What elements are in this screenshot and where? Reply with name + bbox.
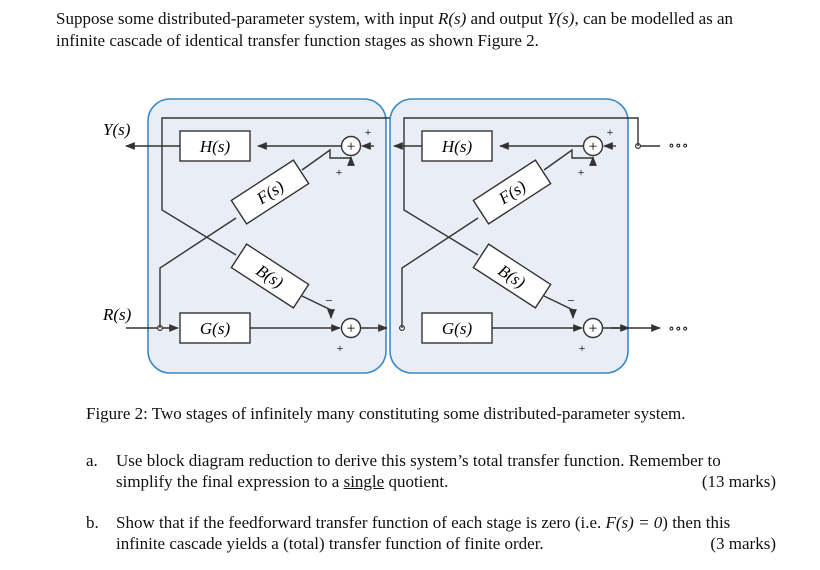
- stage-1-g-block: G(s): [179, 312, 251, 344]
- signal-line: [301, 148, 355, 171]
- intro-paragraph: Suppose some distributed-parameter syste…: [56, 8, 776, 52]
- stage-1-h-block: H(s): [179, 130, 251, 162]
- stage-1-top-summer-symbol: +: [346, 139, 355, 156]
- question-b-text-1: Show that if the feedforward transfer fu…: [116, 513, 606, 532]
- question-a-label: a.: [86, 451, 98, 470]
- stage-1-b-block-box: [230, 243, 310, 309]
- question-b-marks: (3 marks): [710, 534, 776, 553]
- intro-text-1: Suppose some distributed-parameter syste…: [56, 9, 438, 28]
- stage-1-bottom-summer-symbol: +: [346, 321, 355, 338]
- intro-text-2: and output: [466, 9, 548, 28]
- stage-1-bottom-plus: +: [337, 341, 344, 355]
- bottom-ellipsis: ∘∘∘: [668, 322, 689, 337]
- stage-1-top-summer: [340, 135, 362, 157]
- question-b: b. Show that if the feedforward transfer…: [86, 512, 776, 556]
- signal-line: [543, 295, 577, 319]
- figure-caption: Figure 2: Two stages of infinitely many …: [86, 404, 686, 423]
- stage-2-bottom-summer-symbol: +: [588, 321, 597, 338]
- question-a-marks: (13 marks): [701, 472, 776, 491]
- question-a-underlined: single: [343, 472, 385, 491]
- stage-1-top-plus-right: +: [365, 125, 372, 139]
- question-b-text-2: ) then this infinite cascade yields a (t…: [116, 513, 731, 553]
- stage-2-g-block-label: G(s): [442, 319, 473, 338]
- stage-1-g-block-box: [179, 312, 251, 344]
- stage-2-b-block-box: [472, 243, 552, 309]
- stage-2: +H(s)G(s)+F(s)B(s)++−+: [389, 98, 642, 374]
- output-label: Y(s): [103, 120, 131, 139]
- stage-1-h-block-box: [179, 130, 251, 162]
- stage-2-h-block-label: H(s): [441, 137, 473, 156]
- stage-1-h-block-label: H(s): [199, 137, 231, 156]
- stage-2-f-block-box: [472, 159, 552, 225]
- question-b-math: F(s) = 0: [605, 513, 663, 532]
- stage-1-panel: [147, 98, 387, 374]
- stage-1-top-plus-bottom: +: [336, 165, 343, 179]
- stage-2-top-summer: [582, 135, 604, 157]
- input-label: R(s): [102, 305, 132, 324]
- stage-1: +H(s)G(s)+F(s)B(s)++−+: [125, 98, 400, 374]
- stages: +H(s)G(s)+F(s)B(s)++−++H(s)G(s)+F(s)B(s)…: [125, 98, 661, 374]
- intro-text-3: , can be modelled as an infinite cascade…: [56, 9, 734, 50]
- question-b-body: Show that if the feedforward transfer fu…: [116, 512, 776, 554]
- output-symbol: Y(s): [547, 9, 575, 28]
- signal-line: [401, 217, 479, 328]
- stage-1-g-block-label: G(s): [200, 319, 231, 338]
- signal-line: [543, 148, 597, 171]
- stage-2-top-plus-right: +: [607, 125, 614, 139]
- stage-2-h-block-box: [421, 130, 493, 162]
- stage-2-top-summer-symbol: +: [588, 139, 597, 156]
- stage-2-bottom-plus: +: [579, 341, 586, 355]
- stage-2-top-plus-bottom: +: [578, 165, 585, 179]
- question-a-text-1: Use block diagram reduction to derive th…: [116, 451, 721, 491]
- question-b-label: b.: [86, 513, 99, 532]
- input-symbol: R(s): [437, 9, 467, 28]
- stage-1-bottom-summer: [340, 317, 362, 339]
- stage-1-bottom-minus: −: [325, 293, 332, 308]
- signal-line: [159, 217, 237, 328]
- stage-2-h-block: H(s): [421, 130, 493, 162]
- signal-line: [403, 117, 639, 256]
- stage-2-panel: [389, 98, 629, 374]
- signal-line: [301, 295, 335, 319]
- stage-2-g-block: G(s): [421, 312, 493, 344]
- stage-1-f-block-box: [230, 159, 310, 225]
- block-diagram: +H(s)G(s)+F(s)B(s)++−++H(s)G(s)+F(s)B(s)…: [102, 98, 689, 374]
- stage-2-bottom-minus: −: [567, 293, 574, 308]
- question-a: a. Use block diagram reduction to derive…: [86, 450, 776, 494]
- stage-2-bottom-summer: [582, 317, 604, 339]
- top-ellipsis: ∘∘∘: [668, 139, 689, 154]
- question-a-text-2: quotient.: [384, 472, 449, 491]
- question-a-body: Use block diagram reduction to derive th…: [116, 450, 776, 492]
